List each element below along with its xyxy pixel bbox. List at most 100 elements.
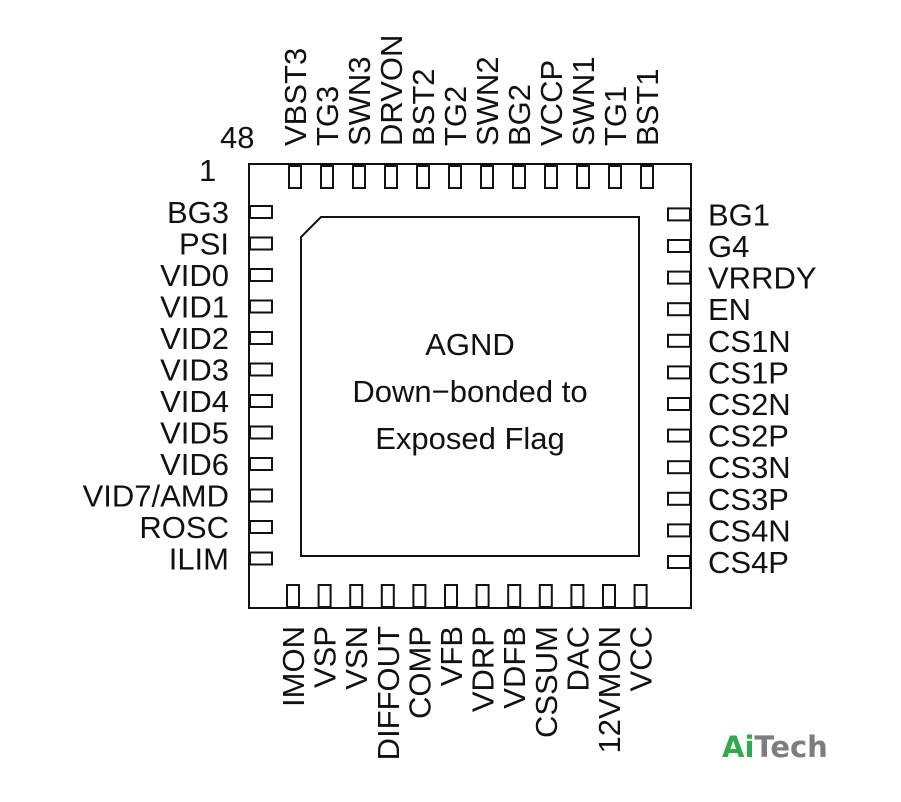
pin-bottom-comp — [412, 584, 427, 608]
pin-top-tg3 — [320, 165, 334, 189]
pin-right-vrrdy — [667, 270, 691, 285]
pin-label-comp: COMP — [402, 626, 437, 719]
pin-bottom-vdfb — [507, 584, 522, 608]
pin-top-vccp — [544, 165, 558, 189]
pin-label-vid0: VID0 — [160, 258, 229, 293]
pin-bottom-vcc — [633, 584, 648, 608]
pin-label-psi: PSI — [179, 227, 229, 262]
pin-number-1: 1 — [199, 153, 216, 188]
pin-label-drvon: DRVON — [374, 35, 409, 146]
pin-label-cs1p: CS1P — [708, 355, 789, 390]
pin-bottom-imon — [286, 584, 300, 608]
pin-left-vid2 — [249, 331, 273, 345]
pin-bottom-cssum — [538, 584, 553, 608]
pin-label-ilim: ILIM — [169, 542, 229, 577]
pin-label-vdrp: VDRP — [466, 626, 501, 712]
pin-left-vid7-amd — [249, 488, 273, 503]
pin-label-vid5: VID5 — [160, 416, 229, 451]
pin-label-swn3: SWN3 — [342, 56, 377, 146]
pin-label-cs3p: CS3P — [708, 482, 789, 517]
pin-label-cs4p: CS4P — [708, 545, 789, 580]
pin-left-psi — [249, 236, 273, 251]
pin-label-vid6: VID6 — [160, 447, 229, 482]
pin-bottom-dac — [570, 584, 585, 608]
pin-label-bst2: BST2 — [406, 68, 441, 146]
pin-right-cs2n — [667, 397, 691, 411]
pin-label-bst1: BST1 — [630, 68, 665, 146]
pin-left-vid0 — [249, 268, 273, 282]
pin-label-swn1: SWN1 — [566, 56, 601, 146]
pin-label-dac: DAC — [560, 626, 595, 691]
pin-label-cs2n: CS2N — [708, 387, 791, 422]
center-label-line2: Down−bonded to — [352, 374, 587, 409]
pin-label-bg2: BG2 — [502, 84, 537, 146]
pin-top-tg2 — [448, 165, 462, 189]
pin-label-vid2: VID2 — [160, 321, 229, 356]
pin-bottom-vsp — [317, 584, 332, 608]
pin-label-cs4n: CS4N — [708, 513, 791, 548]
pin-label-cs1n: CS1N — [708, 324, 791, 359]
pin-label-cs3n: CS3N — [708, 450, 791, 485]
pin-right-g4 — [667, 239, 691, 253]
pin-label-tg3: TG3 — [310, 86, 345, 146]
pin-top-bg2 — [512, 165, 526, 189]
pin-number-48: 48 — [220, 120, 254, 155]
pin-top-tg1 — [608, 165, 622, 189]
pin-right-cs3n — [667, 460, 691, 475]
logo-tech: Tech — [754, 730, 827, 764]
logo-ai: Ai — [722, 730, 754, 764]
center-label-line3: Exposed Flag — [375, 421, 565, 456]
pin-top-swn1 — [576, 165, 590, 189]
pin-left-vid3 — [249, 362, 273, 377]
pin-left-ilim — [249, 551, 273, 566]
package-outline — [248, 163, 692, 609]
pin-group: BG3PSIVID0VID1VID2VID3VID4VID5VID6VID7/A… — [83, 35, 817, 761]
pin-bottom-vfb — [444, 584, 458, 608]
pin-label-vdfb: VDFB — [497, 626, 532, 709]
pin-right-cs3p — [667, 491, 691, 506]
pin-label-tg1: TG1 — [598, 86, 633, 146]
exposed-pad — [300, 216, 640, 557]
pin-label-vid3: VID3 — [160, 353, 229, 388]
pin-right-cs4p — [667, 555, 691, 569]
pin-label-tg2: TG2 — [438, 86, 473, 146]
pin-bottom-diffout — [380, 584, 395, 608]
pin-top-bst1 — [640, 165, 654, 189]
pin-right-bg1 — [667, 207, 691, 222]
pin-bottom-vsn — [349, 584, 364, 608]
pin-label-rosc: ROSC — [139, 510, 229, 545]
pin-label-cssum: CSSUM — [529, 626, 564, 738]
pin-top-swn3 — [352, 165, 366, 189]
pin-label-vid4: VID4 — [160, 384, 229, 419]
pin-left-vid6 — [249, 457, 273, 471]
pin-label-diffout: DIFFOUT — [371, 626, 406, 760]
pin-label-vid1: VID1 — [160, 290, 229, 325]
pin-label-imon: IMON — [276, 626, 311, 707]
pin-right-cs2p — [667, 428, 691, 443]
pin-label-cs2p: CS2P — [708, 419, 789, 454]
pin-right-cs1n — [667, 333, 691, 348]
pin-left-bg3 — [249, 205, 273, 219]
pin-left-vid4 — [249, 394, 273, 408]
pin-top-bst2 — [416, 165, 430, 189]
pin-label-en: EN — [708, 292, 751, 327]
pin-label-vccp: VCCP — [534, 60, 569, 146]
pin-bottom-vdrp — [475, 584, 490, 608]
pin-label-bg1: BG1 — [708, 197, 770, 232]
pin-label-vcc: VCC — [624, 626, 659, 691]
pin-label-bg3: BG3 — [167, 195, 229, 230]
pin-top-vbst3 — [288, 165, 302, 189]
pin-label-vsp: VSP — [308, 626, 343, 688]
pin-left-vid5 — [249, 425, 273, 440]
pin-right-en — [667, 302, 691, 317]
pin-left-rosc — [249, 520, 273, 534]
pin-label-g4: G4 — [708, 229, 749, 264]
center-label-agnd: AGND — [425, 327, 515, 362]
pin-label-vbst3: VBST3 — [278, 48, 313, 146]
pin-label-vrrdy: VRRDY — [708, 261, 817, 296]
pin-label-12vmon: 12VMON — [592, 626, 627, 753]
aitech-logo: AiTech — [722, 730, 828, 764]
pin-label-vfb: VFB — [434, 626, 469, 686]
pin-top-drvon — [384, 165, 398, 189]
